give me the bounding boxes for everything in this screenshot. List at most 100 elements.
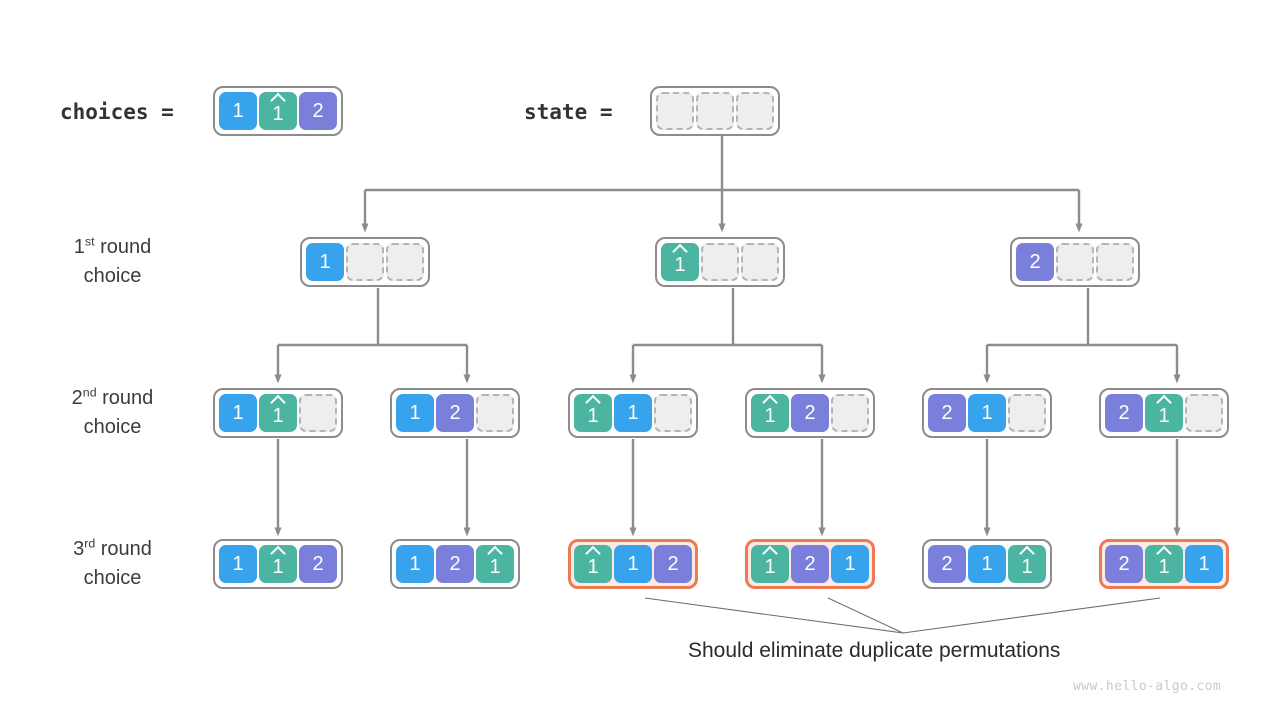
cell-value: 2 [941,402,953,424]
cell-value: 1 [627,402,639,424]
caption-text: Should eliminate duplicate permutations [688,639,1061,662]
state-array-box[interactable]: 1 1 2 [213,539,343,589]
array-cell-empty [1185,394,1223,432]
row-ordinal-suffix: nd [82,385,97,400]
cell-value: 1 [587,555,599,578]
array-cell-empty [831,394,869,432]
cell-value: 1 [981,402,993,424]
cell-value: 2 [804,402,816,424]
array-cell-hat-1: 1 [259,394,297,432]
cell-value: 2 [449,553,461,575]
tree-node[interactable]: 1 [655,237,785,287]
array-cell-hat-1: 1 [661,243,699,281]
row1-to-row2-connector [274,288,1181,384]
cell-value: 1 [409,553,421,575]
cell-value: 1 [1158,404,1170,427]
row2-to-row3-connector [274,439,1181,537]
array-cell-hat-1: 1 [751,545,789,583]
array-cell-1: 1 [614,545,652,583]
tree-node[interactable]: 1 [300,237,430,287]
array-cell-empty [736,92,774,130]
cell-value: 1 [1021,555,1033,578]
array-cell-1: 1 [968,545,1006,583]
cell-value: 1 [319,251,331,273]
watermark: www.hello-algo.com [1073,679,1222,694]
row-label-word: round [95,538,152,560]
caption-leader-lines [644,597,1161,634]
array-cell-1: 1 [306,243,344,281]
array-cell-2: 2 [299,545,337,583]
state-array-box[interactable]: 1 [300,237,430,287]
row-label-line-1: 2nd round [25,384,200,413]
array-cell-1: 1 [1185,545,1223,583]
state-array-box [650,86,780,136]
cell-value: 2 [312,553,324,575]
array-cell-1: 1 [219,92,257,130]
cell-value: 1 [232,402,244,424]
state-array-box[interactable]: 1 [655,237,785,287]
cell-value: 2 [312,100,324,122]
array-cell-empty [476,394,514,432]
cell-value: 1 [627,553,639,575]
array-cell-1: 1 [968,394,1006,432]
array-cell-empty [299,394,337,432]
row-label-line-1: 3rd round [25,535,200,564]
row-label-line-2: choice [83,265,142,287]
array-cell-empty [741,243,779,281]
cell-value: 1 [232,553,244,575]
cell-value: 1 [764,555,776,578]
array-cell-1: 1 [614,394,652,432]
array-cell-1: 1 [396,394,434,432]
cell-value: 1 [272,555,284,578]
array-cell-2: 2 [1105,394,1143,432]
state-array-box[interactable]: 2 [1010,237,1140,287]
array-cell-2: 2 [436,394,474,432]
row-ordinal: 1 [73,236,85,258]
cell-value: 1 [272,404,284,427]
cell-value: 1 [764,404,776,427]
array-cell-hat-1: 1 [1145,394,1183,432]
cell-value: 1 [1198,553,1210,575]
state-array [650,86,780,136]
array-cell-1: 1 [219,545,257,583]
array-cell-empty [1056,243,1094,281]
cell-value: 1 [587,404,599,427]
choices-label: choices = [60,100,174,124]
cell-value: 1 [272,102,284,125]
array-cell-2: 2 [436,545,474,583]
row-ordinal: 2 [71,387,83,409]
array-cell-hat-1: 1 [574,394,612,432]
tree-node[interactable]: 2 [1010,237,1140,287]
cell-value: 1 [674,253,686,276]
array-cell-2: 2 [791,545,829,583]
cell-value: 2 [941,553,953,575]
tree-node[interactable]: 1 1 2 [213,539,343,589]
